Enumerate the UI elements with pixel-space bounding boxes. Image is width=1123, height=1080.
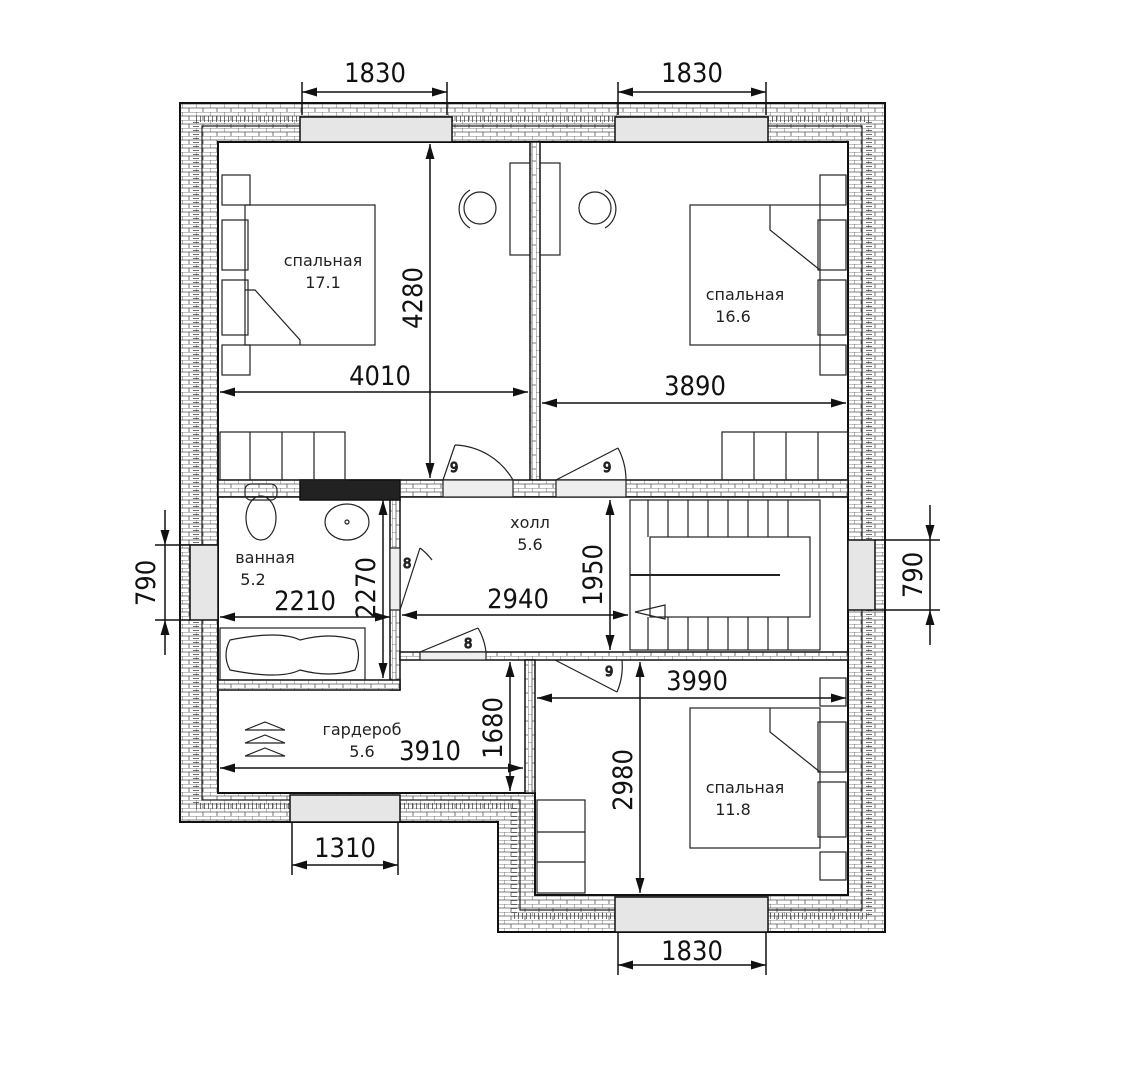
dim-bath-width: 2210 bbox=[274, 586, 336, 617]
door-label: 8 bbox=[464, 637, 472, 652]
dim-bath-depth: 2270 bbox=[351, 557, 382, 619]
dim-window-bottom-right: 1830 bbox=[661, 936, 723, 967]
dim-bedroom2-width: 3890 bbox=[664, 371, 726, 402]
staircase bbox=[629, 499, 821, 651]
bed bbox=[689, 707, 821, 849]
bed bbox=[689, 204, 821, 346]
door-label: 9 bbox=[450, 461, 458, 476]
door-label: 9 bbox=[605, 665, 613, 680]
dim-bedroom3-depth: 2980 bbox=[608, 749, 639, 811]
room-area-bedroom-1: 17.1 bbox=[305, 273, 341, 292]
windows bbox=[189, 116, 876, 933]
room-name-bedroom-2: спальная bbox=[706, 285, 785, 304]
dim-window-left: 790 bbox=[131, 560, 162, 606]
room-area-hall: 5.6 bbox=[517, 535, 542, 554]
dim-window-top-right: 1830 bbox=[661, 58, 723, 89]
exterior-walls bbox=[179, 102, 886, 933]
dim-wardrobe-depth: 1680 bbox=[478, 697, 509, 759]
door-label: 9 bbox=[603, 461, 611, 476]
doors: 9 9 8 8 9 bbox=[389, 444, 627, 693]
room-area-bathroom: 5.2 bbox=[240, 570, 265, 589]
room-labels: спальная 17.1 спальная 16.6 холл 5.6 ван… bbox=[235, 251, 784, 819]
room-area-bedroom-2: 16.6 bbox=[715, 307, 751, 326]
dim-bedroom1-depth: 4280 bbox=[398, 267, 429, 329]
furniture bbox=[219, 162, 849, 894]
dim-window-right: 790 bbox=[898, 552, 929, 598]
room-name-hall: холл bbox=[510, 513, 550, 532]
dim-bedroom3-width: 3990 bbox=[666, 666, 728, 697]
dim-hall-width: 2940 bbox=[487, 584, 549, 615]
dim-hall-depth: 1950 bbox=[578, 544, 609, 606]
bed bbox=[244, 204, 376, 346]
door-label: 8 bbox=[403, 557, 411, 572]
dim-window-top-left: 1830 bbox=[344, 58, 406, 89]
room-area-wardrobe: 5.6 bbox=[349, 742, 374, 761]
dimension-labels: 1830 1830 4010 4280 3890 2210 2270 2940 … bbox=[131, 58, 929, 967]
dim-wardrobe-width: 3910 bbox=[399, 736, 461, 767]
room-name-bedroom-1: спальная bbox=[284, 251, 363, 270]
dim-window-bottom-left: 1310 bbox=[314, 833, 376, 864]
room-name-wardrobe: гардероб bbox=[322, 720, 401, 739]
dim-bedroom1-width: 4010 bbox=[349, 361, 411, 392]
room-name-bedroom-3: спальная bbox=[706, 778, 785, 797]
room-area-bedroom-3: 11.8 bbox=[715, 800, 751, 819]
room-name-bathroom: ванная bbox=[235, 548, 295, 567]
dimension-lines bbox=[155, 82, 940, 975]
